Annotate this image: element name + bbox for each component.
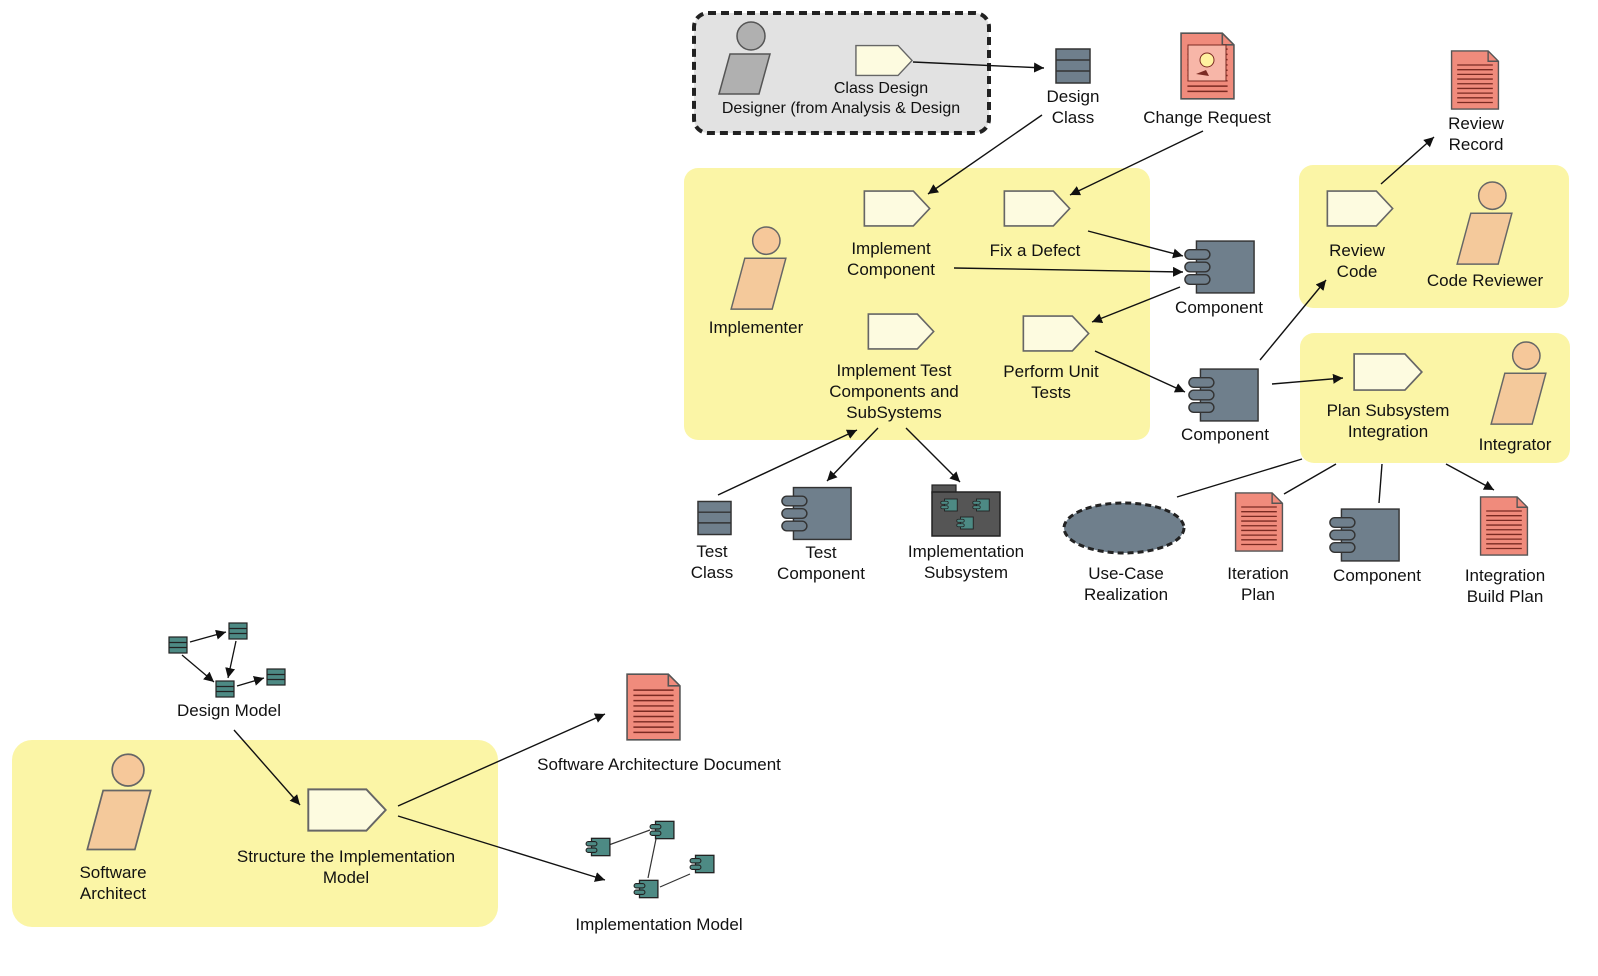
design-class-icon <box>1055 48 1091 84</box>
arrow-component-to-perform-unit-tests <box>1091 286 1181 323</box>
design-model-label: Design Model <box>177 701 281 720</box>
implementation-model-icon <box>585 820 715 899</box>
integration-build-plan-label: Integration Build Plan <box>1464 566 1546 606</box>
component-icon-2 <box>1188 368 1259 422</box>
designer-role-icon <box>718 21 771 95</box>
component-label-3: Component <box>1333 566 1421 585</box>
review-record-label: Review Record <box>1448 114 1504 154</box>
arrow-implement-component-to-component <box>953 266 1184 277</box>
change-request-label: Change Request <box>1143 108 1271 127</box>
arrow-implement-test-to-subsystem <box>905 427 961 483</box>
designer-role-label: Designer (from Analysis & Design <box>721 100 961 117</box>
arrow-review-code-to-review-record <box>1380 136 1435 185</box>
implementer-role-label: Implementer <box>708 318 804 337</box>
software-architect-role-label: Software Architect <box>79 863 147 903</box>
arrow-integrator-lane-to-integration-build-plan <box>1445 463 1495 491</box>
arrow-design-model-to-structure <box>233 729 301 806</box>
iteration-plan-label: Iteration Plan <box>1227 564 1289 604</box>
arrow-fix-defect-to-component <box>1087 230 1184 259</box>
implementation-subsystem-label: Implementation Subsystem <box>907 542 1025 582</box>
implementer-lane <box>684 168 1150 440</box>
implementation-subsystem-icon <box>931 484 1001 537</box>
component-label-2: Component <box>1181 425 1269 444</box>
review-record-icon <box>1450 50 1500 110</box>
design-model-icon <box>168 622 286 698</box>
perform-unit-tests-label: Perform Unit Tests <box>1003 362 1099 402</box>
plan-subsystem-integration-label: Plan Subsystem Integration <box>1326 401 1450 441</box>
integrator-role-label: Integrator <box>1478 435 1552 454</box>
use-case-realization-label: Use-Case Realization <box>1083 564 1169 604</box>
arrow-class-design-to-design-class <box>912 61 1045 73</box>
software-architecture-document-label: Software Architecture Document <box>537 755 781 774</box>
arrow-structure-to-implementation-model <box>397 815 606 882</box>
line-use-case-to-integrator-lane <box>1176 458 1303 498</box>
component-icon-1 <box>1184 240 1255 294</box>
arrow-change-request-to-fix-defect <box>1069 130 1204 196</box>
arrow-perform-unit-tests-to-component <box>1094 350 1186 393</box>
arrow-structure-to-software-architecture-document <box>397 713 606 807</box>
arrow-component-to-review-code <box>1259 279 1327 361</box>
test-component-label: Test Component <box>777 543 865 583</box>
test-class-label: Test Class <box>690 542 734 582</box>
line-component-to-integrator-lane <box>1378 463 1383 504</box>
implement-component-label: Implement Component <box>847 239 935 279</box>
implementation-model-label: Implementation Model <box>575 915 743 934</box>
arrow-test-class-to-implement-test <box>717 429 858 496</box>
software-architecture-document-icon <box>626 673 681 741</box>
implement-test-label: Implement Test Components and SubSystems <box>829 361 959 422</box>
test-class-icon <box>697 500 732 536</box>
iteration-plan-icon <box>1234 492 1284 552</box>
arrow-design-class-to-implement-component <box>927 114 1043 195</box>
code-reviewer-role-label: Code Reviewer <box>1426 271 1544 290</box>
component-label-1: Component <box>1175 298 1263 317</box>
fix-defect-label: Fix a Defect <box>989 241 1081 260</box>
component-icon-3 <box>1329 508 1400 562</box>
arrow-component-to-plan-integration <box>1271 373 1344 385</box>
review-code-label: Review Code <box>1329 241 1385 281</box>
design-class-label: Design Class <box>1046 87 1100 127</box>
external-group-box <box>692 11 991 135</box>
test-component-icon <box>781 486 852 541</box>
software-architect-lane <box>12 740 498 927</box>
change-request-icon <box>1180 32 1235 100</box>
integration-build-plan-icon <box>1479 496 1529 556</box>
use-case-realization-icon <box>1062 501 1186 555</box>
arrow-implement-test-to-test-component <box>826 427 879 482</box>
structure-implementation-model-label: Structure the Implementation Model <box>236 847 456 887</box>
line-iteration-plan-to-integrator-lane <box>1283 463 1337 495</box>
class-design-activity-label: Class Design <box>833 80 929 97</box>
